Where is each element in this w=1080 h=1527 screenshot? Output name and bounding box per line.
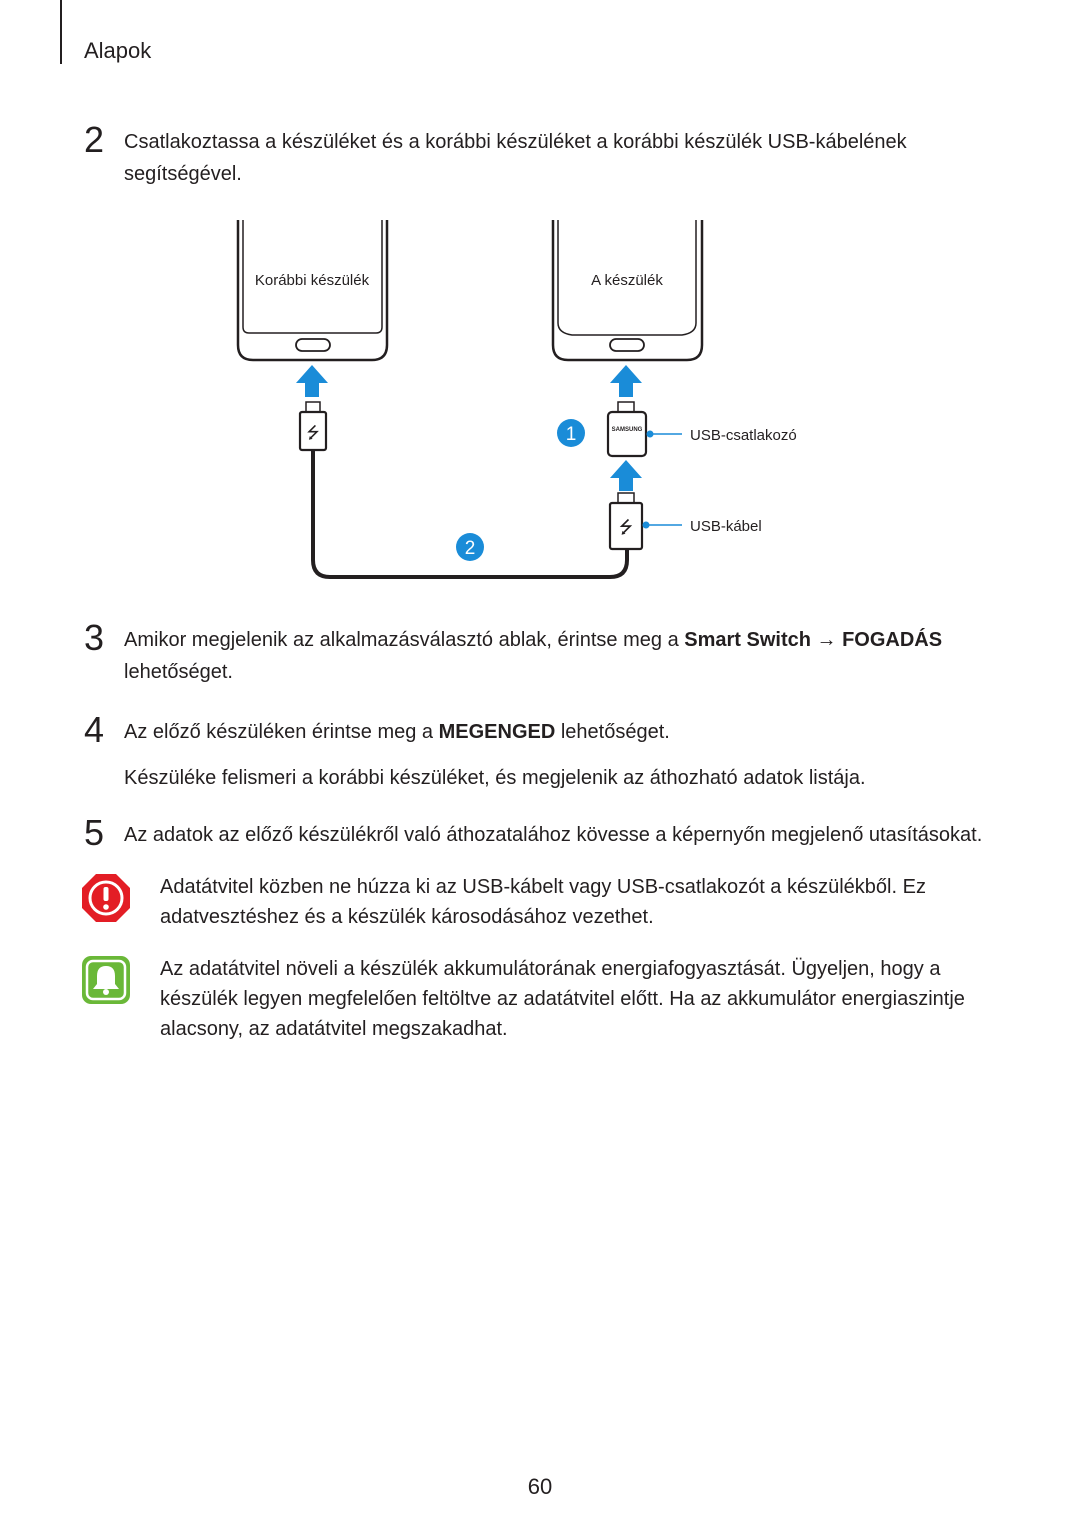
new-device: A készülék: [551, 220, 704, 362]
step-2: 2 Csatlakoztassa a készüléket és a koráb…: [84, 120, 1014, 190]
diagram-svg: Korábbi készülék A készülék ⭍ SAMSUNG: [236, 220, 797, 579]
usb-cable: [311, 451, 629, 579]
home-button-icon: [295, 338, 331, 352]
ui-term-megenged: MEGENGED: [438, 721, 556, 743]
new-device-label: A készülék: [591, 272, 663, 289]
callouts: USB-csatlakozó USB-kábel: [642, 427, 797, 535]
caution-note: Adatátvitel közben ne húzza ki az USB-ká…: [80, 872, 1000, 932]
step-number: 3: [84, 617, 105, 658]
header-rule: [60, 0, 62, 64]
caution-icon: [80, 872, 132, 924]
step-text: Az adatok az előző készülékről való átho…: [124, 824, 983, 846]
svg-text:1: 1: [566, 424, 577, 445]
step-number: 5: [84, 812, 105, 853]
usb-plug-old: ⭍: [298, 401, 328, 452]
step-text: Csatlakoztassa a készüléket és a korábbi…: [124, 131, 907, 185]
step-text-part: lehetőséget.: [124, 661, 233, 683]
old-device-label: Korábbi készülék: [255, 272, 370, 289]
step-4: 4 Az előző készüléken érintse meg a MEGE…: [84, 710, 1014, 794]
brand-text: SAMSUNG: [612, 427, 643, 433]
usb-plug-new: ⭍: [608, 492, 644, 551]
arrow-up-icon: [296, 365, 642, 491]
bell-icon: [80, 954, 132, 1006]
step-3: 3 Amikor megjelenik az alkalmazásválaszt…: [84, 618, 1014, 688]
ui-term-smart-switch: Smart Switch: [684, 629, 811, 651]
old-device: Korábbi készülék: [236, 220, 389, 362]
badge-1: 1: [557, 419, 585, 447]
svg-text:2: 2: [465, 538, 476, 559]
notice-note: Az adatátvitel növeli a készülék akkumul…: [80, 954, 1000, 1044]
step-text-part: Amikor megjelenik az alkalmazásválasztó …: [124, 629, 685, 651]
page-number: 60: [527, 1474, 553, 1499]
usb-icon: ⭍: [306, 424, 319, 442]
connection-diagram: Korábbi készülék A készülék ⭍ SAMSUNG: [220, 215, 820, 595]
usb-icon: ⭍: [619, 518, 633, 537]
step-text-part: lehetőséget.: [555, 721, 670, 743]
badge-2: 2: [456, 533, 484, 561]
section-title: Alapok: [84, 38, 152, 63]
step-number: 2: [84, 119, 105, 160]
step-text-part: Az előző készüléken érintse meg a: [124, 721, 439, 743]
notice-text: Az adatátvitel növeli a készülék akkumul…: [160, 958, 965, 1040]
step-text: Az előző készüléken érintse meg a MEGENG…: [124, 716, 1014, 748]
ui-term-fogadas: FOGADÁS: [842, 629, 943, 651]
step-5: 5 Az adatok az előző készülékről való át…: [84, 813, 1014, 853]
arrow-separator: →: [810, 629, 843, 651]
connector-label: USB-csatlakozó: [690, 427, 797, 444]
home-button-icon: [609, 338, 645, 352]
step-number: 4: [84, 709, 105, 750]
step-subtext: Készüléke felismeri a korábbi készüléket…: [124, 767, 866, 789]
usb-connector: SAMSUNG: [606, 401, 648, 458]
step-text: Amikor megjelenik az alkalmazásválasztó …: [124, 624, 1014, 688]
cable-label: USB-kábel: [690, 518, 762, 535]
caution-text: Adatátvitel közben ne húzza ki az USB-ká…: [160, 876, 926, 928]
